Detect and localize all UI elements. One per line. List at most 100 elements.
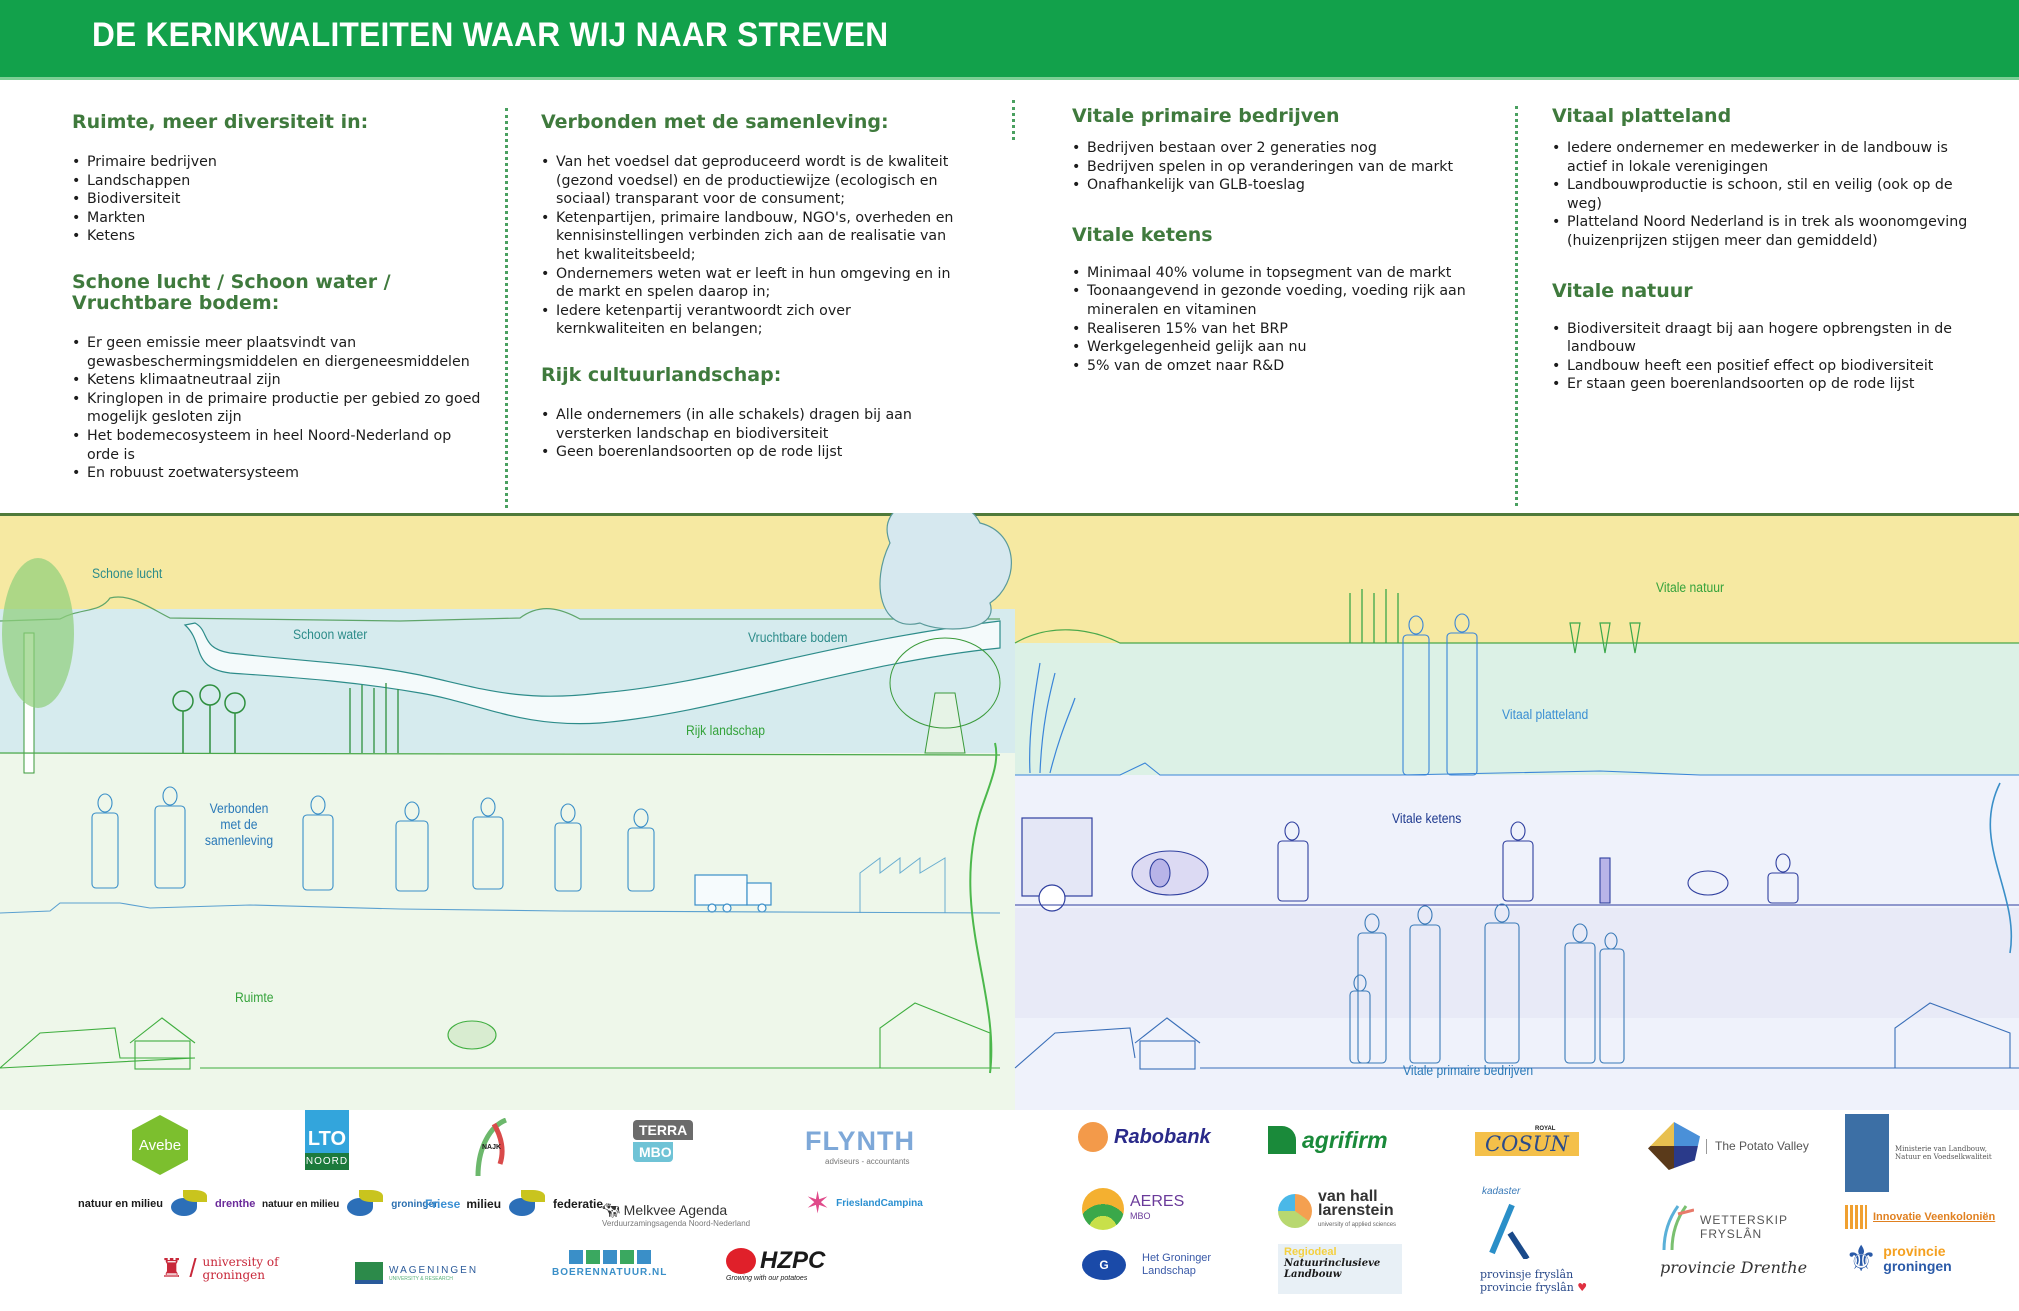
kadaster-icon [1489,1203,1530,1259]
farm-scene-right [1014,1002,2019,1070]
column-divider [1515,106,1519,506]
logo-frieslandcampina: ✶ FrieslandCampina [805,1187,923,1220]
list-item: Realiseren 15% van het BRP [1072,320,1472,339]
ground-line-left [0,752,1001,756]
logo-nm-groningen: natuur en milieu groningen [262,1188,440,1220]
label-vruchtbare-bodem: Vruchtbare bodem [748,630,848,645]
logo-provincie-fryslan: provinsje fryslân provincie fryslân ♥ [1480,1268,1588,1294]
logo-wageningen: WAGENINGEN UNIVERSITY & RESEARCH [355,1262,478,1284]
veenkolonien-icon [1845,1205,1867,1229]
horizon-left [0,596,1000,622]
agrifirm-icon [1268,1126,1296,1154]
chain-workers-icon [1277,821,1799,904]
label-vitale-ketens: Vitale ketens [1392,811,1462,826]
list-item: Landbouw heeft een positief effect op bi… [1552,357,1972,376]
logo-friese-milieufederatie: Friese milieu federatie [425,1188,603,1220]
rabobank-icon [1078,1122,1108,1152]
landscape-illustration: Schone lucht Schoon water Vruchtbare bod… [0,513,2019,1110]
heart-icon: ♥ [1577,1281,1588,1294]
logo-royal-cosun: ROYAL COSUN [1475,1126,1579,1156]
farm-scene-left [0,1002,1000,1070]
logo-innovatie-veenkolonien: Innovatie Veenkoloniën [1845,1205,1995,1229]
list-item: Kringlopen in de primaire productie per … [72,390,482,427]
logo-ministerie-lnv: Ministerie van Landbouw,Natuur en Voedse… [1845,1114,1992,1192]
list-item: Werkgelegenheid gelijk aan nu [1072,338,1472,357]
river-shape [183,620,1001,725]
big-tree-icon [879,513,1012,754]
section-heading: Verbonden met de samenleving: [541,111,889,133]
hill-right [1014,629,2019,644]
section-heading: Schone lucht / Schoon water / Vruchtbare… [72,270,391,314]
label-ruimte: Ruimte [235,990,274,1005]
logo-boerennatuur: BOERENNATUUR.NL [552,1250,667,1278]
label-rijk-landschap: Rijk landschap [686,723,766,738]
bullet-list: Bedrijven bestaan over 2 generaties nog … [1072,139,1472,195]
logo-provincie-groningen: ⚜ provincie groningen [1845,1238,1952,1279]
list-item: Landbouwproductie is schoon, stil en vei… [1552,176,1972,213]
logo-rabobank: Rabobank [1078,1122,1211,1152]
logo-aeres-mbo: AERES MBO [1082,1188,1184,1230]
logo-wetterskip-fryslan: WETTERSKIP FRYSLÂN [1658,1202,1788,1252]
list-item: Er geen emissie meer plaatsvindt van gew… [72,334,482,371]
vine-tree-right-icon [1989,782,2013,954]
logo-agrifirm: agrifirm [1268,1126,1388,1154]
column-divider [1012,100,1016,140]
sugar-beets-icon [1569,622,1641,654]
label-vitale-primaire-bedrijven: Vitale primaire bedrijven [1403,1063,1534,1078]
boerennatuur-icons [568,1250,651,1264]
logo-potato-valley: The Potato Valley [1648,1122,1809,1170]
list-item: Markten [72,209,482,228]
family-group-icon [1349,903,1625,1064]
list-item: Ketenpartijen, primaire landbouw, NGO's,… [541,209,961,265]
bullet-list: Er geen emissie meer plaatsvindt van gew… [72,334,482,483]
bullet-list: Primaire bedrijven Landschappen Biodiver… [72,153,482,246]
list-item: Iedere ketenpartij verantwoordt zich ove… [541,302,961,339]
column-platteland-natuur: Vitaal platteland Iedere ondernemer en m… [1552,106,1972,420]
illustration-drawing [0,513,2019,1074]
section-heading: Ruimte, meer diversiteit in: [72,111,369,133]
corn-plants-icon [349,683,399,753]
logo-melkvee-agenda: 🐄︎ Melkvee Agenda Verduurzamingsagenda N… [602,1202,751,1228]
factory-icon [859,857,946,913]
hzpc-potato-icon [726,1248,756,1274]
logo-het-groninger-landschap: G Het Groninger Landschap [1082,1250,1211,1280]
logo-provincie-drenthe: provincie Drenthe [1660,1258,1808,1277]
aeres-icon [1082,1188,1124,1230]
logo-flynth: FLYNTH adviseurs - accountants [805,1126,916,1166]
logo-avebe: Avebe [132,1115,188,1175]
logo-hzpc: HZPC Growing with our potatoes [726,1247,826,1282]
truck-cab-icon [1021,817,1093,912]
wetterskip-icon [1662,1205,1694,1251]
water-band-left [0,609,1015,759]
sunflowers-icon [172,684,246,753]
groninger-landschap-icon: G [1082,1250,1126,1280]
reed-icon [1029,662,1076,774]
logo-regiodeal: Regiodeal Natuurinclusieve Landbouw [1278,1244,1402,1294]
list-item: Er staan geen boerenlandsoorten op de ro… [1552,375,1972,394]
najk-arc-icon [475,1118,508,1177]
bullet-list: Iedere ondernemer en medewerker in de la… [1552,139,1972,251]
list-item: Minimaal 40% volume in topsegment van de… [1072,264,1472,283]
header-banner: DE KERNKWALITEITEN WAAR WIJ NAAR STREVEN [0,0,2019,80]
list-item: 5% van de omzet naar R&D [1072,357,1472,376]
sky-band-left [0,516,1015,611]
chain-mid-band-right [1015,908,2019,1018]
couple-icon [1402,613,1478,776]
illustration-top-border [0,513,2019,516]
vhl-icon [1278,1194,1312,1228]
column-divider [505,108,509,508]
list-item: Het bodemecosysteem in heel Noord-Nederl… [72,427,482,464]
star-icon: ✶ [805,1187,831,1220]
bullet-list: Van het voedsel dat geproduceerd wordt i… [541,153,961,339]
column-samenleving-landschap: Verbonden met de samenleving: Van het vo… [541,112,961,488]
sky-band-right [1015,516,2019,646]
skyline-left [0,902,1001,914]
groningen-crest-icon: ⚜ [1845,1238,1878,1279]
column-ruimte-milieu: Ruimte, meer diversiteit in: Primaire be… [72,112,482,509]
label-vitale-natuur: Vitale natuur [1656,580,1725,595]
column-bedrijven-ketens: Vitale primaire bedrijven Bedrijven best… [1072,106,1472,401]
bullet-list: Biodiversiteit draagt bij aan hogere opb… [1552,320,1972,394]
